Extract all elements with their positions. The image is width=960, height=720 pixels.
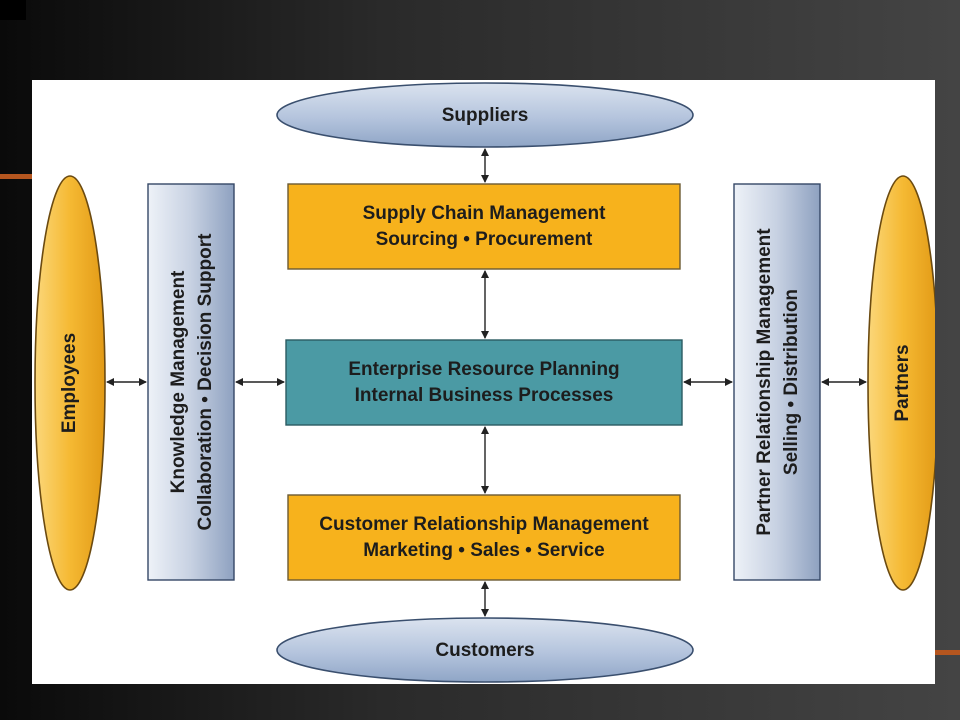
slide-deco-stripe-left [0,174,32,179]
suppliers-label: Suppliers [442,105,529,126]
enterprise-systems-diagram: Suppliers Customers Employees Partners K… [34,82,935,683]
erp-line2: Internal Business Processes [355,385,614,406]
customer-relationship-management-box: Customer Relationship Management Marketi… [287,494,681,581]
crm-line2: Marketing • Sales • Service [363,540,604,561]
prm-line2: Selling • Distribution [781,289,802,475]
km-line1: Knowledge Management [168,270,189,493]
knowledge-management-box: Knowledge Management Collaboration • Dec… [147,183,235,581]
slide-corner-block [0,0,26,20]
partners-node: Partners [867,175,935,591]
supply-chain-management-box: Supply Chain Management Sourcing • Procu… [287,183,681,270]
employees-label: Employees [59,333,80,433]
enterprise-resource-planning-box: Enterprise Resource Planning Internal Bu… [285,339,683,426]
partner-relationship-management-box: Partner Relationship Management Selling … [733,183,821,581]
scm-line2: Sourcing • Procurement [376,229,593,250]
diagram-panel: Suppliers Customers Employees Partners K… [32,80,935,684]
scm-line1: Supply Chain Management [363,203,606,224]
slide-deco-stripe-right [935,650,960,655]
partners-label: Partners [892,344,913,421]
customers-label: Customers [435,640,534,661]
suppliers-node: Suppliers [276,82,694,148]
crm-line1: Customer Relationship Management [319,514,649,535]
km-line2: Collaboration • Decision Support [195,233,216,531]
prm-line1: Partner Relationship Management [754,228,775,536]
customers-node: Customers [276,617,694,683]
employees-node: Employees [34,175,106,591]
erp-line1: Enterprise Resource Planning [348,359,619,380]
